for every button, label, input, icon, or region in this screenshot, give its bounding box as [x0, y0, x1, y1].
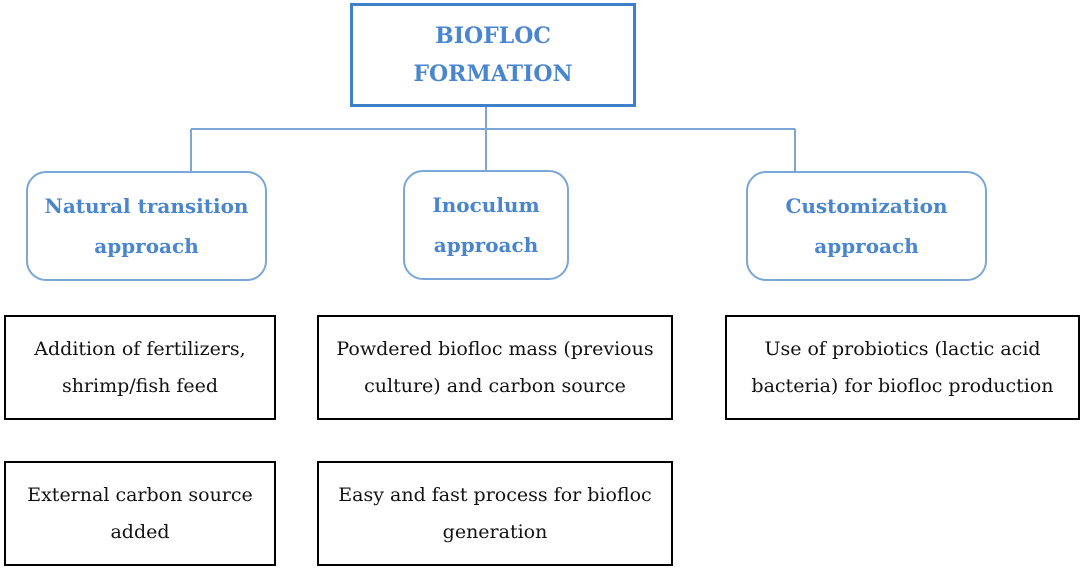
approach-custom-line-2: approach — [814, 234, 919, 258]
detail-inoculum-1-line-2: culture) and carbon source — [364, 374, 626, 397]
root-node-line-2: FORMATION — [413, 61, 573, 87]
approach-node-natural-transition: Natural transition approach — [26, 171, 267, 281]
approach-natural-line-1: Natural transition — [44, 194, 249, 218]
approach-custom-line-1: Customization — [785, 194, 948, 218]
detail-custom-1-line-2: bacteria) for biofloc production — [751, 374, 1054, 397]
approach-node-inoculum: Inoculum approach — [403, 170, 569, 280]
detail-inoculum-2-line-2: generation — [442, 520, 548, 543]
detail-node-powdered-biofloc: Powdered biofloc mass (previous culture)… — [317, 315, 673, 420]
root-node-line-1: BIOFLOC — [435, 23, 551, 49]
detail-natural-1-line-1: Addition of fertilizers, — [34, 337, 246, 360]
detail-natural-2-line-2: added — [110, 520, 170, 543]
approach-inoculum-line-1: Inoculum — [432, 193, 540, 217]
approach-inoculum-line-2: approach — [433, 233, 539, 257]
detail-inoculum-2-line-1: Easy and fast process for biofloc — [338, 483, 652, 506]
detail-node-easy-fast-process: Easy and fast process for biofloc genera… — [317, 461, 673, 566]
detail-node-external-carbon: External carbon source added — [4, 461, 276, 566]
detail-node-fertilizers-feed: Addition of fertilizers, shrimp/fish fee… — [4, 315, 276, 420]
approach-natural-line-2: approach — [94, 234, 199, 258]
detail-custom-1-line-1: Use of probiotics (lactic acid — [764, 337, 1041, 360]
detail-node-probiotics: Use of probiotics (lactic acid bacteria)… — [725, 315, 1080, 420]
root-node-biofloc-formation: BIOFLOC FORMATION — [350, 3, 636, 107]
detail-natural-2-line-1: External carbon source — [27, 483, 253, 506]
detail-inoculum-1-line-1: Powdered biofloc mass (previous — [336, 337, 654, 360]
detail-natural-1-line-2: shrimp/fish feed — [61, 374, 219, 397]
approach-node-customization: Customization approach — [746, 171, 987, 281]
